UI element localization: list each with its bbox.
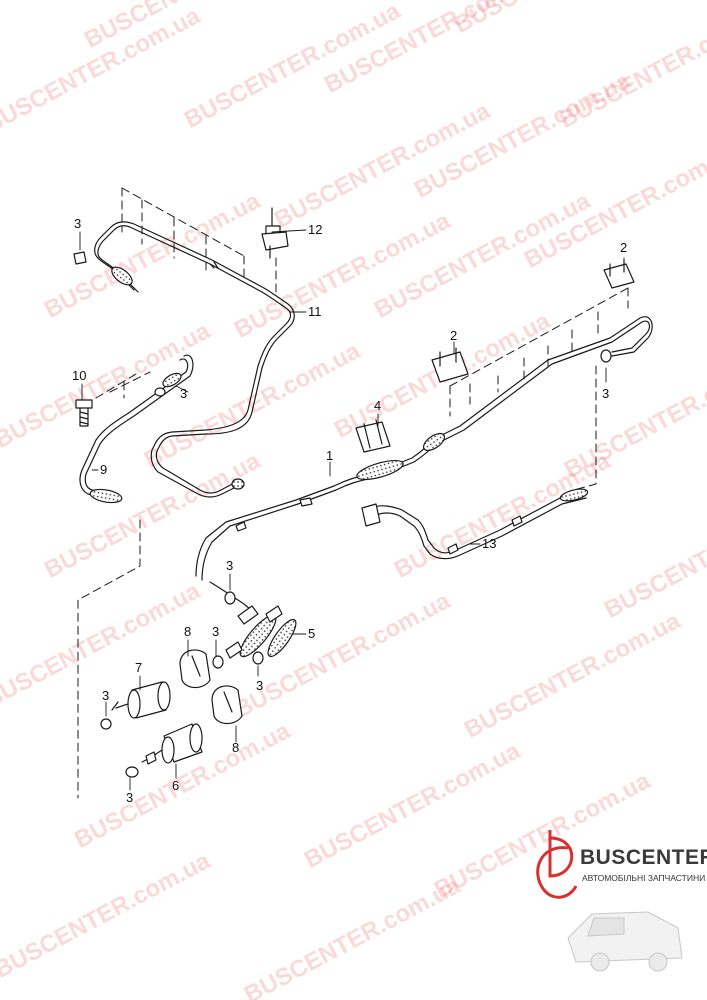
callout-2: 2 xyxy=(620,240,627,255)
fuel-line-13 xyxy=(361,488,589,560)
logo-mark-icon xyxy=(536,830,683,972)
fuel-line-11 xyxy=(94,221,295,498)
logo-brand: BUSCENTER xyxy=(580,846,707,869)
filter-7 xyxy=(111,681,171,719)
callout-12: 12 xyxy=(308,222,322,237)
callout-3: 3 xyxy=(74,216,81,231)
grommet-3-filter xyxy=(100,718,112,730)
grommet-3-top-left xyxy=(73,251,87,265)
reference-lines-11 xyxy=(121,187,277,295)
callout-9: 9 xyxy=(100,462,107,477)
callout-3: 3 xyxy=(180,386,187,401)
callout-leaders xyxy=(79,229,625,791)
callout-3: 3 xyxy=(602,386,609,401)
fuel-line-9 xyxy=(79,354,194,504)
callout-5: 5 xyxy=(308,626,315,641)
callout-7: 7 xyxy=(135,660,142,675)
callout-3: 3 xyxy=(102,688,109,703)
callout-10: 10 xyxy=(72,368,86,383)
callout-8: 8 xyxy=(232,740,239,755)
holder-8-lower xyxy=(211,685,243,725)
callout-3: 3 xyxy=(226,558,233,573)
holder-8-upper xyxy=(179,649,211,689)
reference-lines-2 xyxy=(449,287,629,491)
grommet-3-right xyxy=(600,349,612,363)
callout-8: 8 xyxy=(184,624,191,639)
buscenter-logo: BUSCENTER АВТОМОБІЛЬНІ ЗАПЧАСТИНИ xyxy=(528,828,707,988)
callout-6: 6 xyxy=(172,778,179,793)
clip-12 xyxy=(261,207,289,259)
callout-3: 3 xyxy=(126,790,133,805)
grommet-3-mid xyxy=(212,655,224,669)
callout-13: 13 xyxy=(482,536,496,551)
grommet-3-right-lower xyxy=(252,651,264,665)
callout-3: 3 xyxy=(256,678,263,693)
reference-lines-9 xyxy=(77,371,151,799)
callout-11: 11 xyxy=(308,304,322,319)
clip-2-middle xyxy=(431,347,469,383)
callout-3: 3 xyxy=(212,624,219,639)
grommet-3-center xyxy=(224,591,236,605)
fuel-line-1 xyxy=(195,316,653,581)
fuel-hose-5 xyxy=(209,581,297,659)
bolt-10 xyxy=(75,399,93,427)
logo-tagline: АВТОМОБІЛЬНІ ЗАПЧАСТИНИ xyxy=(582,873,706,883)
grommet-3-pump xyxy=(125,766,139,778)
pump-6 xyxy=(141,723,203,765)
callout-4: 4 xyxy=(374,398,381,413)
callout-2: 2 xyxy=(450,328,457,343)
callout-1: 1 xyxy=(326,448,333,463)
grommet-3-line11 xyxy=(154,387,166,397)
clip-2-upper xyxy=(603,259,635,289)
clip-4 xyxy=(355,419,391,453)
